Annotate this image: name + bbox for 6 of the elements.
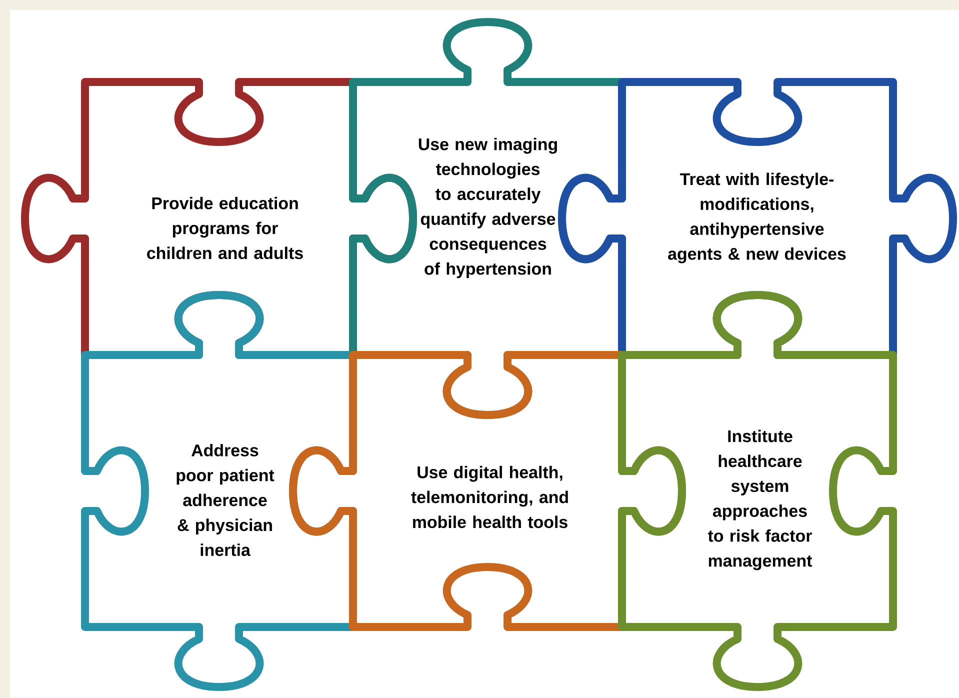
puzzle-piece: Provide education programs for children and adults [21, 78, 417, 359]
puzzle-piece: Address poor patient adherence & physician inertia [81, 290, 357, 691]
puzzle-piece: Institute healthcare system approaches to risk factor management [618, 290, 897, 691]
puzzle-piece: Treat with lifestyle-modifications, antihypertensive agents & new devices [558, 78, 957, 359]
puzzle-piece: Use new imaging technologies to accurately quantify adverse consequences of hypertension [349, 18, 626, 419]
puzzle-piece: Use digital health, telemonitoring, and mobile health tools [289, 350, 686, 631]
